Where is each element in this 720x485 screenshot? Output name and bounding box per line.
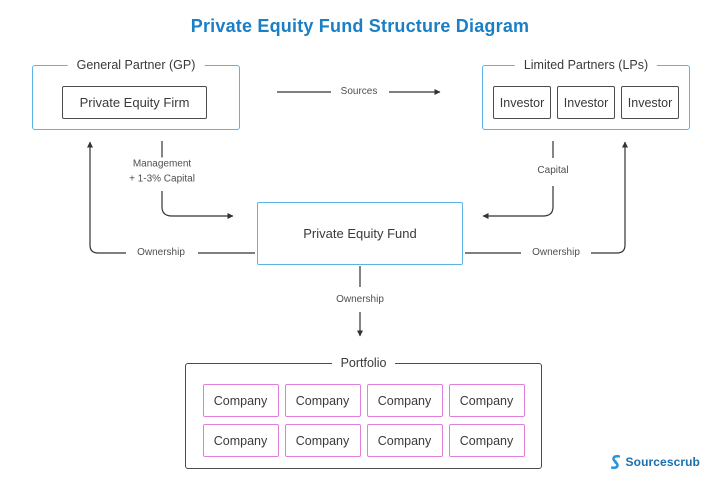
gp-label: General Partner (GP) <box>67 57 205 74</box>
portfolio-label: Portfolio <box>331 355 396 372</box>
brand-logo: Sourcescrub <box>610 455 700 469</box>
private-equity-firm-box: Private Equity Firm <box>62 86 207 119</box>
investor-label: Investor <box>627 95 673 110</box>
company-label: Company <box>459 393 514 408</box>
company-box: Company <box>366 424 443 457</box>
company-box: Company <box>202 384 279 417</box>
company-box: Company <box>284 384 361 417</box>
ownership-right-label: Ownership <box>529 245 583 261</box>
lp-label: Limited Partners (LPs) <box>514 57 658 74</box>
management-label-line2: + 1-3% Capital <box>129 173 195 184</box>
management-label: Management + 1-3% Capital <box>126 157 198 187</box>
company-box: Company <box>284 424 361 457</box>
sources-label: Sources <box>337 84 381 100</box>
company-label: Company <box>459 433 514 448</box>
company-label: Company <box>295 433 350 448</box>
lp-group: Limited Partners (LPs) Investor Investor… <box>482 57 690 130</box>
company-box: Company <box>448 384 525 417</box>
investor-label: Investor <box>563 95 609 110</box>
private-equity-firm-label: Private Equity Firm <box>79 95 190 110</box>
company-box: Company <box>448 424 525 457</box>
investor-box: Investor <box>493 86 551 119</box>
ownership-right-arrow <box>465 141 628 254</box>
company-box: Company <box>202 424 279 457</box>
company-label: Company <box>295 393 350 408</box>
investor-box: Investor <box>621 86 679 119</box>
page-title: Private Equity Fund Structure Diagram <box>190 16 530 36</box>
investor-row: Investor Investor Investor <box>483 86 689 119</box>
brand-name: Sourcescrub <box>625 455 700 469</box>
private-equity-fund-box: Private Equity Fund <box>257 202 463 265</box>
company-box: Company <box>366 384 443 417</box>
private-equity-fund-label: Private Equity Fund <box>303 226 417 241</box>
ownership-bottom-label: Ownership <box>333 292 387 308</box>
capital-arrow <box>482 141 554 219</box>
portfolio-group: Portfolio Company Company Company Compan… <box>185 355 542 469</box>
investor-label: Investor <box>499 95 545 110</box>
sourcescrub-icon <box>610 455 620 469</box>
company-label: Company <box>213 393 268 408</box>
company-grid: Company Company Company Company Company … <box>186 384 541 457</box>
management-label-line1: Management <box>132 158 192 170</box>
ownership-left-label: Ownership <box>134 245 188 261</box>
capital-label: Capital <box>534 163 572 179</box>
gp-group: General Partner (GP) Private Equity Firm <box>32 57 240 130</box>
company-label: Company <box>377 433 432 448</box>
company-label: Company <box>377 393 432 408</box>
investor-box: Investor <box>557 86 615 119</box>
company-label: Company <box>213 433 268 448</box>
